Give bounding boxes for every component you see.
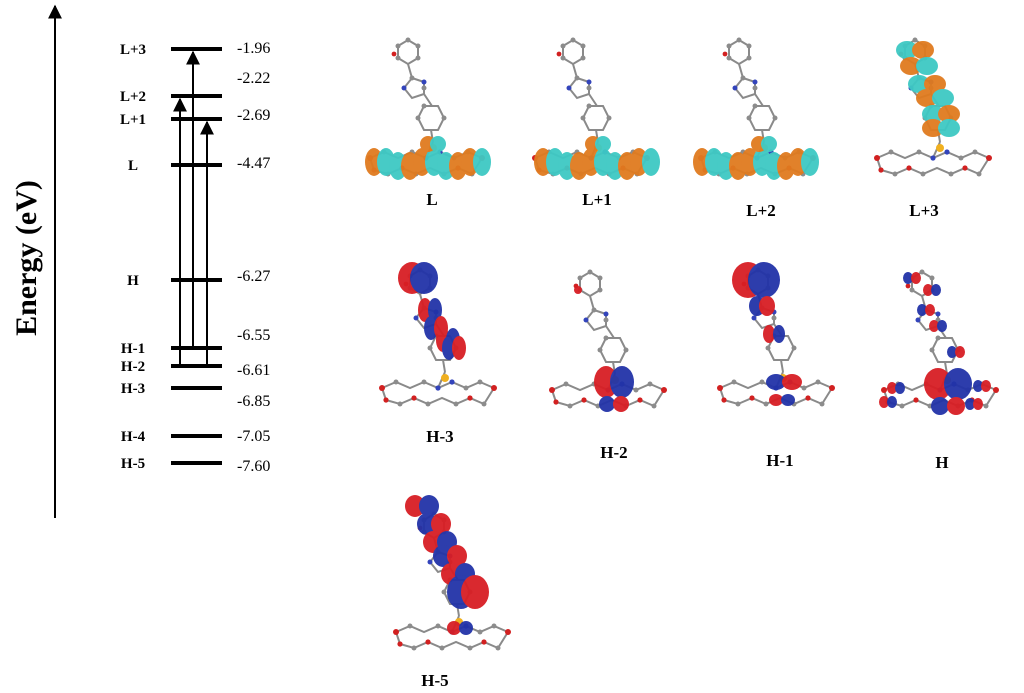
orbital-molecule [548, 268, 668, 412]
orbital-panel-hm1: H-1 [716, 262, 836, 470]
orbital-caption: L+1 [582, 190, 612, 209]
level-energy: -7.05 [237, 428, 270, 445]
orbital-molecule [879, 268, 1000, 415]
level-label: L+2 [120, 89, 146, 105]
orbital-molecule [365, 36, 491, 180]
energy-level-h5: H-5 -7.60 [121, 456, 270, 475]
orbital-caption: H-1 [766, 451, 793, 470]
level-energy: -2.69 [237, 107, 270, 124]
orbital-lobes [879, 272, 991, 415]
orbital-panel-lp3: L+3 [873, 36, 993, 220]
level-label: H-5 [121, 456, 145, 472]
orbital-molecule [873, 36, 993, 178]
orbital-lobes [896, 41, 960, 137]
energy-level-l: L -4.47 [128, 155, 270, 174]
level-label: L [128, 158, 138, 174]
orbital-lobes [574, 286, 634, 412]
orbital-panel-l: L [365, 36, 491, 209]
level-label: H-1 [121, 341, 145, 357]
orbital-caption: H-5 [421, 671, 448, 690]
level-energy: -2.22 [237, 70, 270, 87]
orbital-lobes [405, 495, 489, 635]
level-label: H-2 [121, 359, 145, 375]
level-label: H [127, 273, 139, 289]
orbital-lobes [534, 136, 660, 180]
orbital-molecule [378, 262, 498, 408]
orbital-molecule [392, 495, 512, 652]
orbital-lobes [365, 136, 491, 180]
level-energy: -4.47 [237, 155, 270, 172]
orbital-panel-h: H [879, 268, 1000, 472]
orbital-lobes [693, 136, 819, 180]
axis-title: Energy (eV) [10, 180, 43, 336]
energy-level-h4: H-4 -7.05 [121, 428, 270, 445]
level-energy: -6.27 [237, 268, 270, 285]
orbital-lobes [398, 262, 466, 360]
orbital-molecule [531, 36, 660, 180]
level-energy: -6.85 [237, 393, 270, 410]
orbital-panel-hm5: H-5 [392, 495, 512, 690]
energy-level-l1: L+1 -2.69 [120, 107, 270, 128]
level-label: L+1 [120, 112, 146, 128]
orbital-caption: H [935, 453, 948, 472]
level-label: H-3 [121, 381, 145, 397]
energy-level-h2: H-2 -6.61 [121, 359, 270, 379]
energy-level-h1: H-1 -6.55 [121, 327, 270, 357]
orbital-caption: L+3 [909, 201, 939, 220]
orbital-lobes [732, 262, 802, 406]
energy-level-h3: H-3 -6.85 [121, 381, 270, 410]
orbital-caption: H-2 [600, 443, 627, 462]
energy-level-l3: L+3 -1.96 [120, 40, 270, 58]
energy-level-l2: L+2 -2.22 [120, 70, 270, 105]
level-energy: -1.96 [237, 40, 270, 57]
orbital-panel-lp2: L+2 [693, 36, 819, 220]
orbital-panel-hm2: H-2 [548, 268, 668, 462]
energy-level-h: H -6.27 [127, 268, 270, 289]
level-label: H-4 [121, 429, 146, 445]
level-energy: -6.55 [237, 327, 270, 344]
orbital-panel-hm3: H-3 [378, 262, 498, 446]
orbital-caption: L+2 [746, 201, 776, 220]
orbital-panel-lp1: L+1 [531, 36, 660, 209]
orbital-caption: L [426, 190, 437, 209]
orbital-molecule [693, 36, 819, 180]
orbital-molecule [716, 262, 836, 408]
level-energy: -7.60 [237, 458, 270, 475]
level-label: L+3 [120, 42, 146, 58]
orbital-caption: H-3 [426, 427, 453, 446]
level-energy: -6.61 [237, 362, 270, 379]
